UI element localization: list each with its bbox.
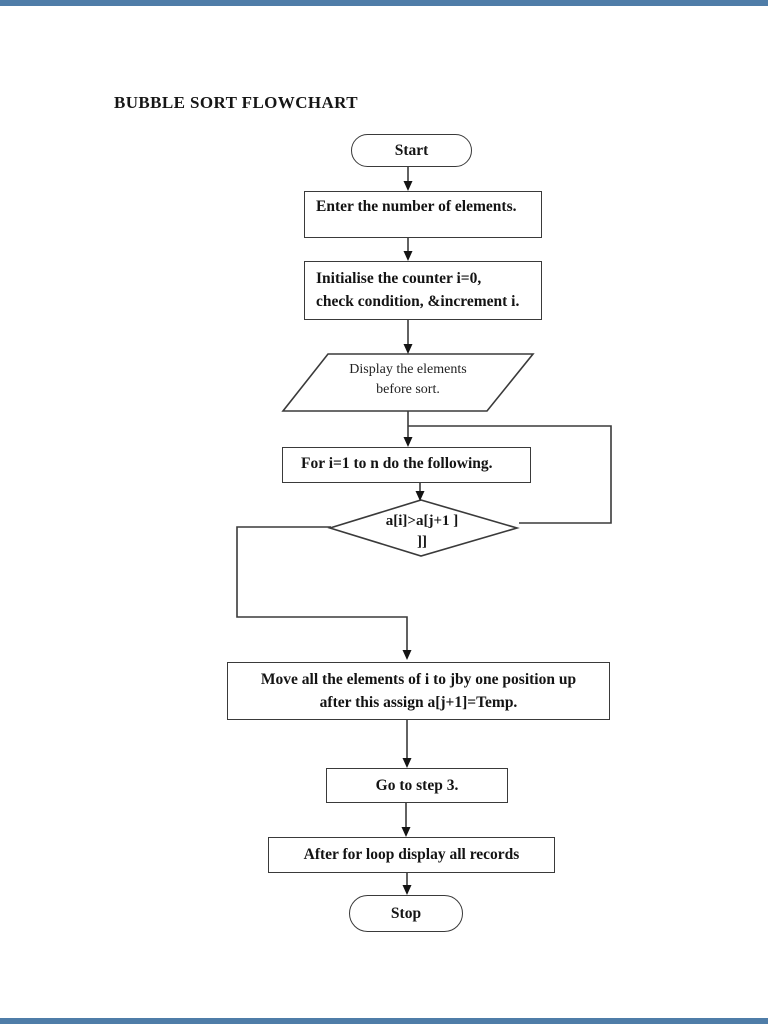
decision-line1: a[i]>a[j+1 ] — [385, 513, 459, 529]
line-decision-to-move — [236, 526, 408, 651]
process-for-loop: For i=1 to n do the following. — [282, 447, 531, 483]
process-initialise-counter: Initialise the counter i=0, check condit… — [304, 261, 542, 320]
display-parallelogram-shape — [281, 353, 535, 412]
display-line1: Display the elements — [349, 362, 467, 377]
process-after-for-loop: After for loop display all records — [268, 837, 555, 873]
start-label: Start — [394, 141, 429, 159]
arrowheads — [401, 181, 425, 895]
goto-label: Go to step 3. — [375, 776, 459, 794]
terminator-start: Start — [351, 134, 472, 167]
page-top-edge — [0, 0, 768, 6]
terminator-stop: Stop — [349, 895, 463, 932]
line-feedback-right — [408, 425, 612, 524]
page-title: BUBBLE SORT FLOWCHART — [114, 93, 359, 112]
process-enter-elements: Enter the number of elements. — [304, 191, 542, 238]
process-go-to-step-3: Go to step 3. — [326, 768, 508, 803]
after-label: After for loop display all records — [303, 846, 520, 863]
io-display-before-sort: Display the elements before sort. — [300, 360, 516, 400]
move-line1: Move all the elements of i to jby one po… — [260, 671, 577, 688]
init-line2: check condition, &increment i. — [316, 293, 520, 310]
decision-line2: ]] — [417, 534, 427, 550]
process-move-elements: Move all the elements of i to jby one po… — [227, 662, 610, 720]
decision-diamond-shape — [327, 499, 520, 557]
move-line2: after this assign a[j+1]=Temp. — [319, 694, 518, 711]
init-line1: Initialise the counter i=0, — [316, 270, 482, 287]
page-bottom-edge — [0, 1018, 768, 1024]
enter-label: Enter the number of elements. — [316, 198, 517, 215]
decision-condition: a[i]>a[j+1 ] ]] — [332, 511, 512, 553]
forloop-label: For i=1 to n do the following. — [301, 455, 493, 472]
stop-label: Stop — [390, 904, 422, 922]
display-line2: before sort. — [376, 382, 440, 397]
